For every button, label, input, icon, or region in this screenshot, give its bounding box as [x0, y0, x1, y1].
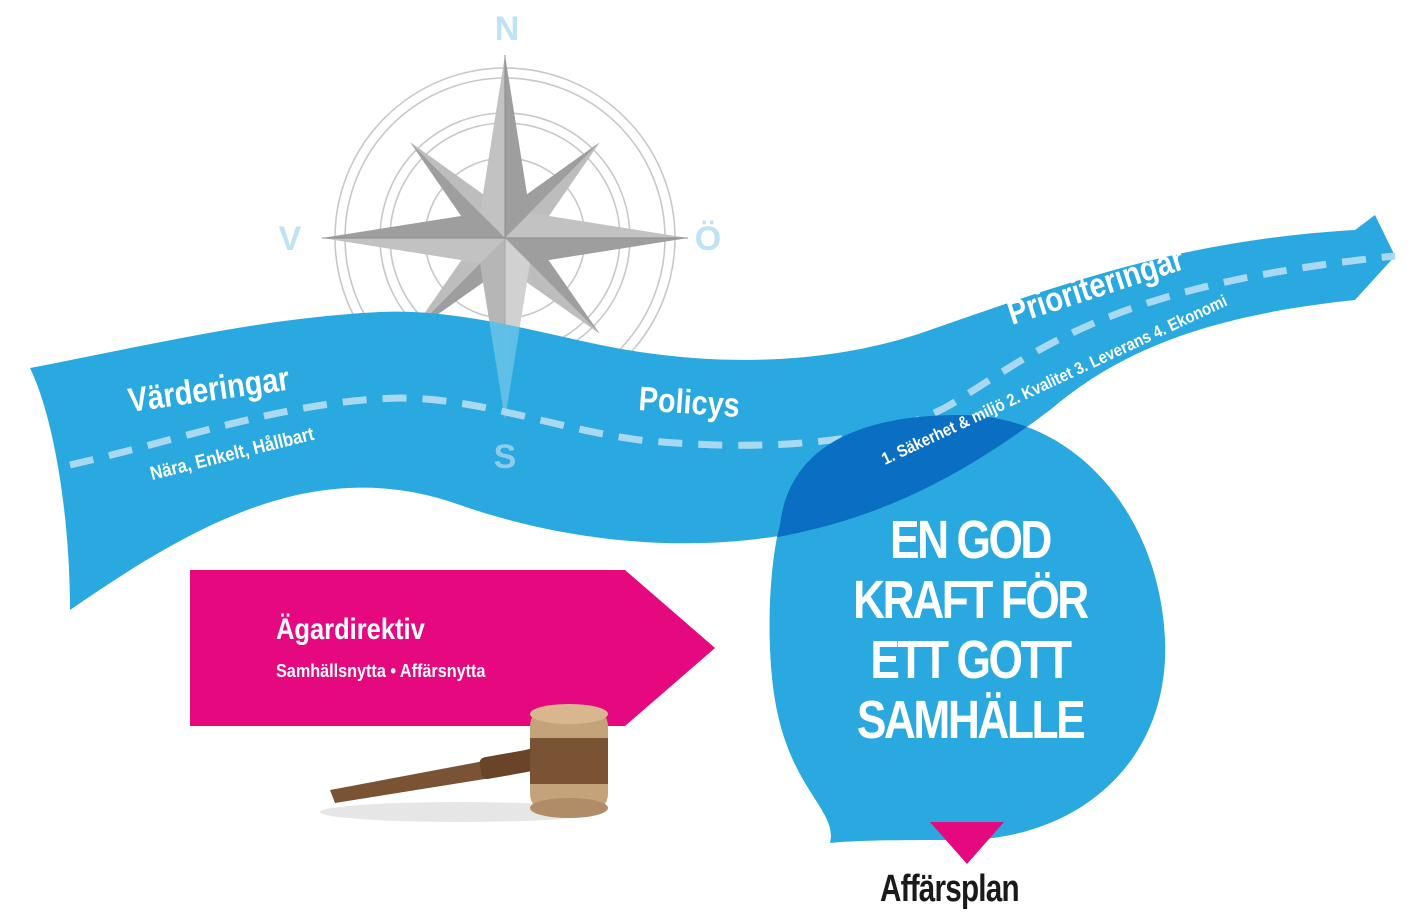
vision-line: SAMHÄLLE — [856, 690, 1086, 750]
vision-line: KRAFT FÖR — [853, 570, 1089, 630]
vision-line: ETT GOTT — [870, 630, 1072, 690]
owner-directive-arrow — [190, 570, 715, 726]
vision-bubble — [769, 415, 1166, 843]
compass-west-label: V — [279, 220, 302, 258]
business-plan-label: Affärsplan — [880, 868, 1020, 910]
owner-directive-subtitle: Samhällsnytta • Affärsnytta — [276, 661, 486, 681]
compass-east-label: Ö — [695, 220, 721, 258]
river-ribbon — [30, 215, 1395, 610]
compass-north-label: N — [495, 10, 520, 48]
owner-directive-title: Ägardirektiv — [276, 613, 425, 646]
vision-line: EN GOD — [890, 510, 1052, 570]
policies-title: Policys — [637, 379, 741, 425]
gavel-icon — [320, 704, 608, 822]
compass-south-label: S — [494, 438, 517, 476]
vision-statement: EN GOD KRAFT FÖR ETT GOTT SAMHÄLLE — [822, 510, 1117, 750]
river-dashed-line — [69, 252, 1396, 469]
compass-overlap — [480, 238, 530, 420]
business-plan-arrow-icon — [930, 822, 1004, 864]
bubble-river-overlap — [769, 415, 1110, 540]
